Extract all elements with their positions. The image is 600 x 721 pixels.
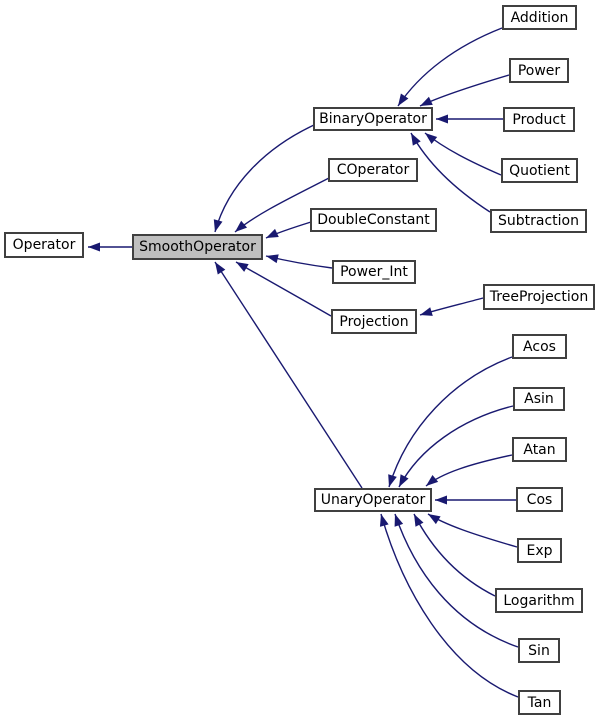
node-operator[interactable]: Operator xyxy=(4,232,84,258)
edge-quotient-binaryoperator xyxy=(424,132,502,176)
node-logarithm[interactable]: Logarithm xyxy=(495,588,583,613)
node-power-int[interactable]: Power_Int xyxy=(332,260,416,284)
edge-addition-binaryoperator xyxy=(397,27,503,107)
node-doubleconstant[interactable]: DoubleConstant xyxy=(310,208,437,232)
edge-sin-unaryoperator xyxy=(394,513,519,648)
node-coperator[interactable]: COperator xyxy=(328,158,418,182)
edge-subtraction-binaryoperator xyxy=(410,132,491,213)
edge-projection-smoothoperator xyxy=(235,261,332,317)
node-subtraction[interactable]: Subtraction xyxy=(490,209,587,233)
node-unaryoperator[interactable]: UnaryOperator xyxy=(314,488,432,512)
node-asin[interactable]: Asin xyxy=(513,387,565,411)
node-smoothoperator: SmoothOperator xyxy=(132,234,263,260)
node-binaryoperator[interactable]: BinaryOperator xyxy=(313,107,433,131)
node-atan[interactable]: Atan xyxy=(512,437,567,462)
node-product[interactable]: Product xyxy=(503,107,575,132)
node-quotient[interactable]: Quotient xyxy=(501,158,578,183)
node-power[interactable]: Power xyxy=(509,58,569,83)
edge-binaryoperator-smoothoperator xyxy=(213,124,315,233)
edge-asin-unaryoperator xyxy=(398,405,514,488)
edge-exp-unaryoperator xyxy=(427,513,518,548)
node-addition[interactable]: Addition xyxy=(502,5,577,30)
node-treeprojection[interactable]: TreeProjection xyxy=(483,284,595,310)
edge-power-binaryoperator xyxy=(419,74,510,107)
edge-tan-unaryoperator xyxy=(379,513,519,698)
node-sin[interactable]: Sin xyxy=(518,638,560,663)
edge-treeprojection-projection xyxy=(419,297,484,316)
node-cos[interactable]: Cos xyxy=(516,487,563,512)
edge-doubleconstant-smoothoperator xyxy=(265,221,312,239)
edge-coperator-smoothoperator xyxy=(234,177,330,233)
node-projection[interactable]: Projection xyxy=(331,309,417,334)
edge-acos-unaryoperator xyxy=(388,356,513,488)
edge-powerint-smoothoperator xyxy=(265,254,333,269)
edge-atan-unaryoperator xyxy=(425,454,513,487)
node-tan[interactable]: Tan xyxy=(518,690,561,715)
edge-logarithm-unaryoperator xyxy=(413,513,496,597)
edge-unaryoperator-smoothoperator xyxy=(214,261,363,489)
node-acos[interactable]: Acos xyxy=(512,334,567,359)
node-exp[interactable]: Exp xyxy=(517,538,562,563)
